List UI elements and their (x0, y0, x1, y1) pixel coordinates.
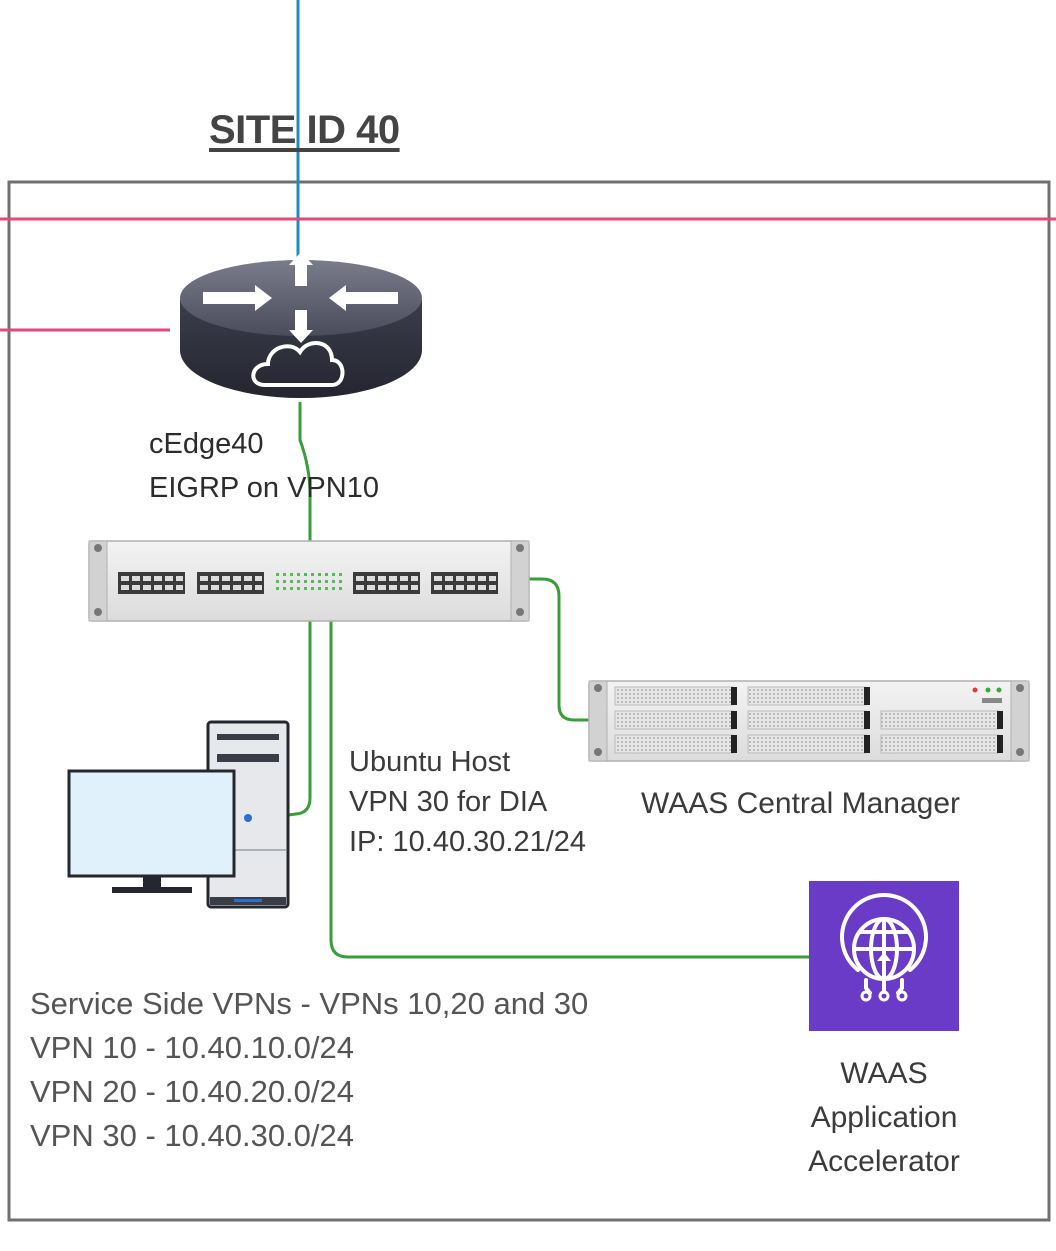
accelerator-label: WAAS Application Accelerator (784, 1052, 984, 1184)
site-title: SITE ID 40 (209, 108, 400, 152)
service-vpn-heading: Service Side VPNs - VPNs 10,20 and 30 (30, 986, 589, 1021)
router-detail: EIGRP on VPN10 (149, 472, 379, 504)
link-switch-host (287, 620, 312, 817)
accelerator-line3: Accelerator (808, 1145, 960, 1178)
service-vpn-30: VPN 30 - 10.40.30.0/24 (30, 1118, 355, 1153)
router-name: cEdge40 (149, 428, 264, 460)
accelerator-line1: WAAS (840, 1057, 928, 1090)
accelerator-line2: Application (810, 1101, 958, 1134)
rack-server-icon[interactable] (588, 680, 1030, 762)
ubuntu-host-label: Ubuntu Host VPN 30 for DIA IP: 10.40.30.… (349, 742, 586, 862)
link-router-switch (298, 402, 312, 542)
host-ip: IP: 10.40.30.21/24 (349, 826, 587, 858)
router-cloud-icon[interactable] (180, 252, 422, 398)
host-name: Ubuntu Host (349, 746, 511, 778)
workstation-icon[interactable] (67, 720, 290, 909)
host-vpn: VPN 30 for DIA (349, 786, 548, 818)
switch-icon[interactable] (88, 540, 530, 622)
central-manager-label: WAAS Central Manager (641, 787, 961, 820)
site-boundary (7, 180, 1051, 1222)
router-label: cEdge40 EIGRP on VPN10 (149, 422, 379, 510)
globe-network-icon[interactable] (809, 881, 959, 1031)
service-vpn-10: VPN 10 - 10.40.10.0/24 (30, 1030, 355, 1065)
service-vpn-20: VPN 20 - 10.40.20.0/24 (30, 1074, 355, 1109)
link-switch-central-manager (345, 577, 592, 722)
service-vpn-list: Service Side VPNs - VPNs 10,20 and 30 VP… (30, 982, 588, 1158)
